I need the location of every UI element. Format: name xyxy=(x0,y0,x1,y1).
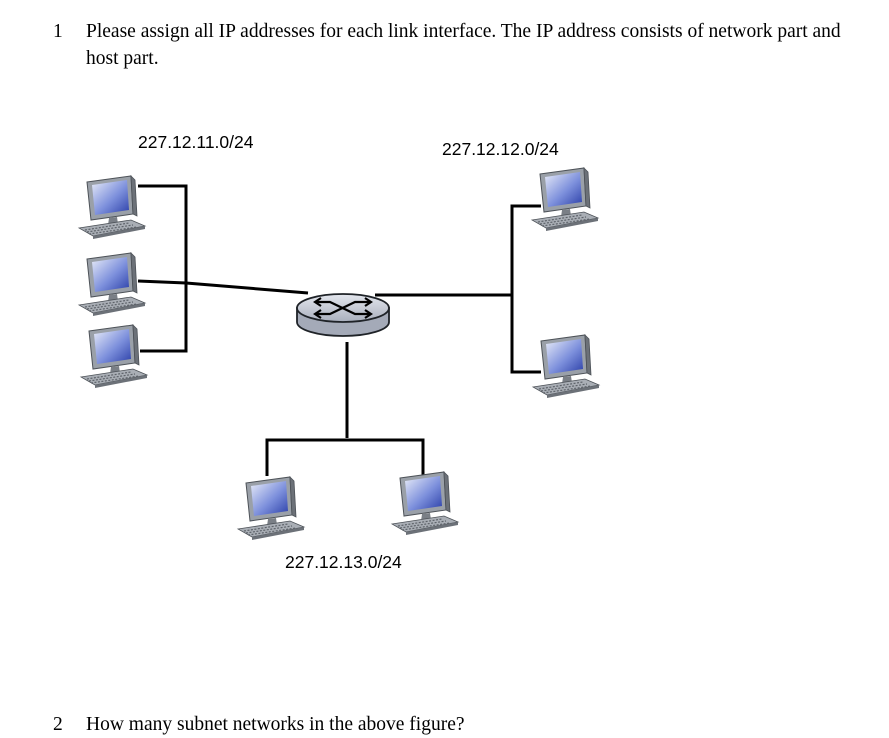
question-2-text: How many subnet networks in the above fi… xyxy=(86,714,465,735)
subnet-3-label: 227.12.13.0/24 xyxy=(285,552,402,572)
desktop-computer-icon xyxy=(237,476,305,541)
desktop-computer-icon xyxy=(391,471,459,536)
subnet-2-label: 227.12.12.0/24 xyxy=(442,139,559,159)
subnet-3-segment xyxy=(265,438,425,476)
question-1-number: 1 xyxy=(53,21,63,42)
subnet-1-segment xyxy=(138,184,188,353)
subnet-2-segment xyxy=(510,204,541,374)
desktop-computer-icon xyxy=(78,252,146,317)
question-2-number: 2 xyxy=(53,714,63,735)
desktop-computer-icon xyxy=(532,334,600,399)
links xyxy=(137,184,541,476)
question-1-text: Please assign all IP addresses for each … xyxy=(86,21,841,69)
subnet-1-router-link xyxy=(185,281,309,295)
subnet-1-label: 227.12.11.0/24 xyxy=(138,132,254,152)
subnet-1-host-2-link xyxy=(137,279,187,285)
desktop-computer-icon xyxy=(78,175,146,240)
desktop-computer-icon xyxy=(531,167,599,232)
router-icon xyxy=(296,293,390,337)
desktop-computer-icon xyxy=(80,324,148,389)
